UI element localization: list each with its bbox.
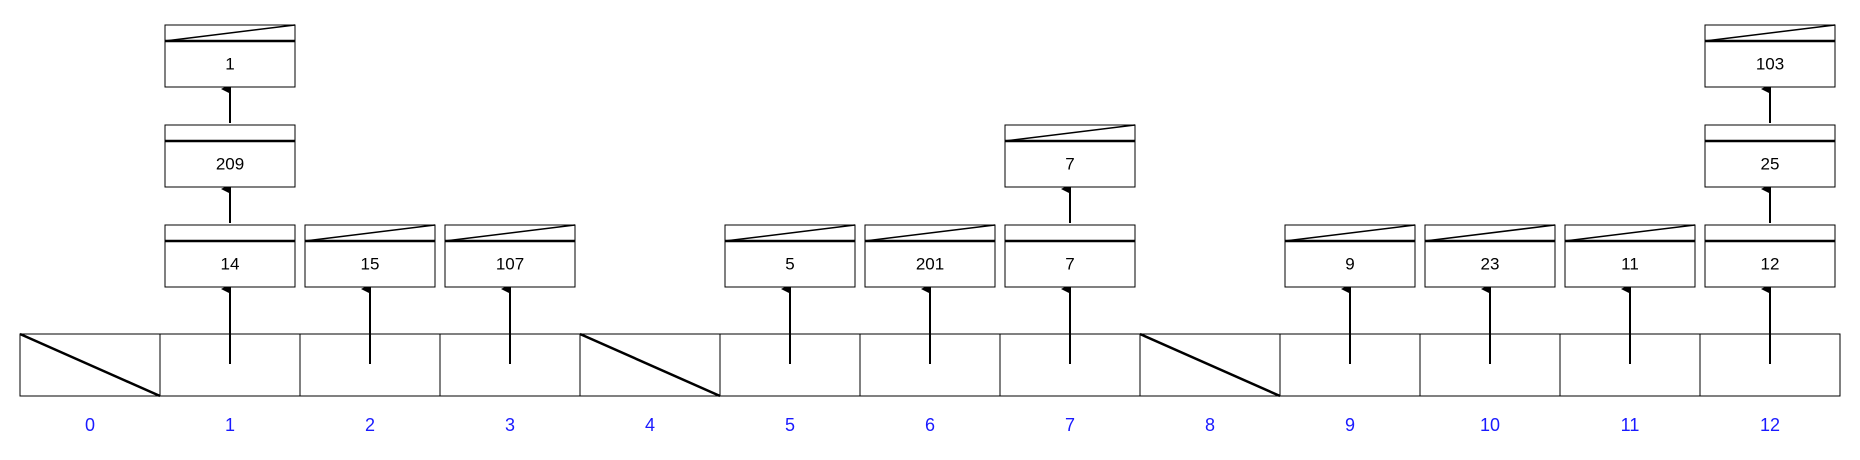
- null-next-line: [304, 224, 436, 242]
- node-box: [1284, 224, 1416, 288]
- bucket-slot-1: [159, 284, 301, 397]
- index-label: 10: [1480, 415, 1500, 435]
- null-slot-line: [19, 332, 161, 398]
- null-next-line: [1284, 224, 1416, 242]
- null-next-line: [1004, 124, 1136, 142]
- index-label: 12: [1760, 415, 1780, 435]
- bucket-slot-7: [999, 284, 1141, 397]
- chain-node: 15: [304, 224, 436, 288]
- bucket-slot-9: [1279, 284, 1421, 397]
- node-value: 11: [1621, 255, 1639, 274]
- node-value: 5: [785, 255, 794, 274]
- bucket-slot-11: [1559, 284, 1701, 397]
- chain-node: 7: [1004, 184, 1136, 288]
- bucket-slot-5: [719, 284, 861, 397]
- chain-node: 23: [1424, 224, 1556, 288]
- node-box: [864, 224, 996, 288]
- null-slot-line: [579, 332, 721, 398]
- node-value: 12: [1761, 255, 1780, 274]
- index-label: 2: [365, 415, 375, 435]
- null-next-line: [724, 224, 856, 242]
- node-value: 14: [221, 255, 240, 274]
- chain-node: 209: [164, 84, 296, 188]
- index-label: 3: [505, 415, 515, 435]
- bucket-slot-8: [1139, 332, 1281, 398]
- node-value: 7: [1065, 255, 1074, 274]
- chain-9: 9: [1284, 224, 1416, 288]
- node-value: 107: [496, 255, 524, 274]
- node-box: [304, 224, 436, 288]
- chain-12: 12 25 103: [1704, 24, 1836, 288]
- chain-2: 15: [304, 224, 436, 288]
- chain-6: 201: [864, 224, 996, 288]
- index-label: 9: [1345, 415, 1355, 435]
- bucket-slot-10: [1419, 284, 1561, 397]
- null-next-line: [444, 224, 576, 242]
- bucket-slot-12: [1699, 284, 1841, 397]
- index-label: 4: [645, 415, 655, 435]
- null-next-line: [1564, 224, 1696, 242]
- index-label: 1: [225, 415, 235, 435]
- node-box: [1704, 224, 1836, 288]
- index-label: 7: [1065, 415, 1075, 435]
- null-next-line: [1704, 24, 1836, 42]
- node-box: [1004, 124, 1136, 188]
- chain-node: 1: [164, 24, 296, 88]
- bucket-slot-0: [19, 332, 161, 398]
- chain-node: 201: [864, 224, 996, 288]
- index-label: 8: [1205, 415, 1215, 435]
- node-box: [1004, 224, 1136, 288]
- node-value: 9: [1345, 255, 1354, 274]
- bucket-slot-2: [299, 284, 441, 397]
- null-slot-line: [1139, 332, 1281, 398]
- chain-7: 77: [1004, 124, 1136, 288]
- chain-10: 23: [1424, 224, 1556, 288]
- node-value: 23: [1481, 255, 1500, 274]
- node-box: [164, 24, 296, 88]
- bucket-slot-6: [859, 284, 1001, 397]
- chain-5: 5: [724, 224, 856, 288]
- chain-node: 11: [1564, 224, 1696, 288]
- chain-node: 7: [1004, 124, 1136, 188]
- node-box: [1704, 124, 1836, 188]
- node-value: 1: [225, 55, 234, 74]
- bucket-slot-3: [439, 284, 581, 397]
- node-value: 103: [1756, 55, 1784, 74]
- chain-node: 14: [164, 184, 296, 288]
- node-value: 25: [1761, 155, 1780, 174]
- node-box: [164, 124, 296, 188]
- null-next-line: [164, 24, 296, 42]
- chain-node: 9: [1284, 224, 1416, 288]
- null-next-line: [864, 224, 996, 242]
- node-box: [164, 224, 296, 288]
- node-box: [1564, 224, 1696, 288]
- bucket-array: [19, 284, 1841, 398]
- null-next-line: [1424, 224, 1556, 242]
- index-label: 11: [1621, 415, 1640, 435]
- chain-node: 5: [724, 224, 856, 288]
- index-label: 5: [785, 415, 795, 435]
- index-label: 0: [85, 415, 95, 435]
- node-box: [1704, 24, 1836, 88]
- node-box: [724, 224, 856, 288]
- bucket-slot-4: [579, 332, 721, 398]
- node-value: 7: [1065, 155, 1074, 174]
- index-label: 6: [925, 415, 935, 435]
- node-value: 201: [916, 255, 944, 274]
- chain-11: 11: [1564, 224, 1696, 288]
- chain-3: 107: [444, 224, 576, 288]
- node-value: 209: [216, 155, 244, 174]
- chain-node: 103: [1704, 24, 1836, 88]
- chain-node: 25: [1704, 84, 1836, 188]
- chain-node: 107: [444, 224, 576, 288]
- node-value: 15: [361, 255, 380, 274]
- node-box: [444, 224, 576, 288]
- node-box: [1424, 224, 1556, 288]
- chain-node: 12: [1704, 184, 1836, 288]
- chain-1: 14 209 1: [164, 24, 296, 288]
